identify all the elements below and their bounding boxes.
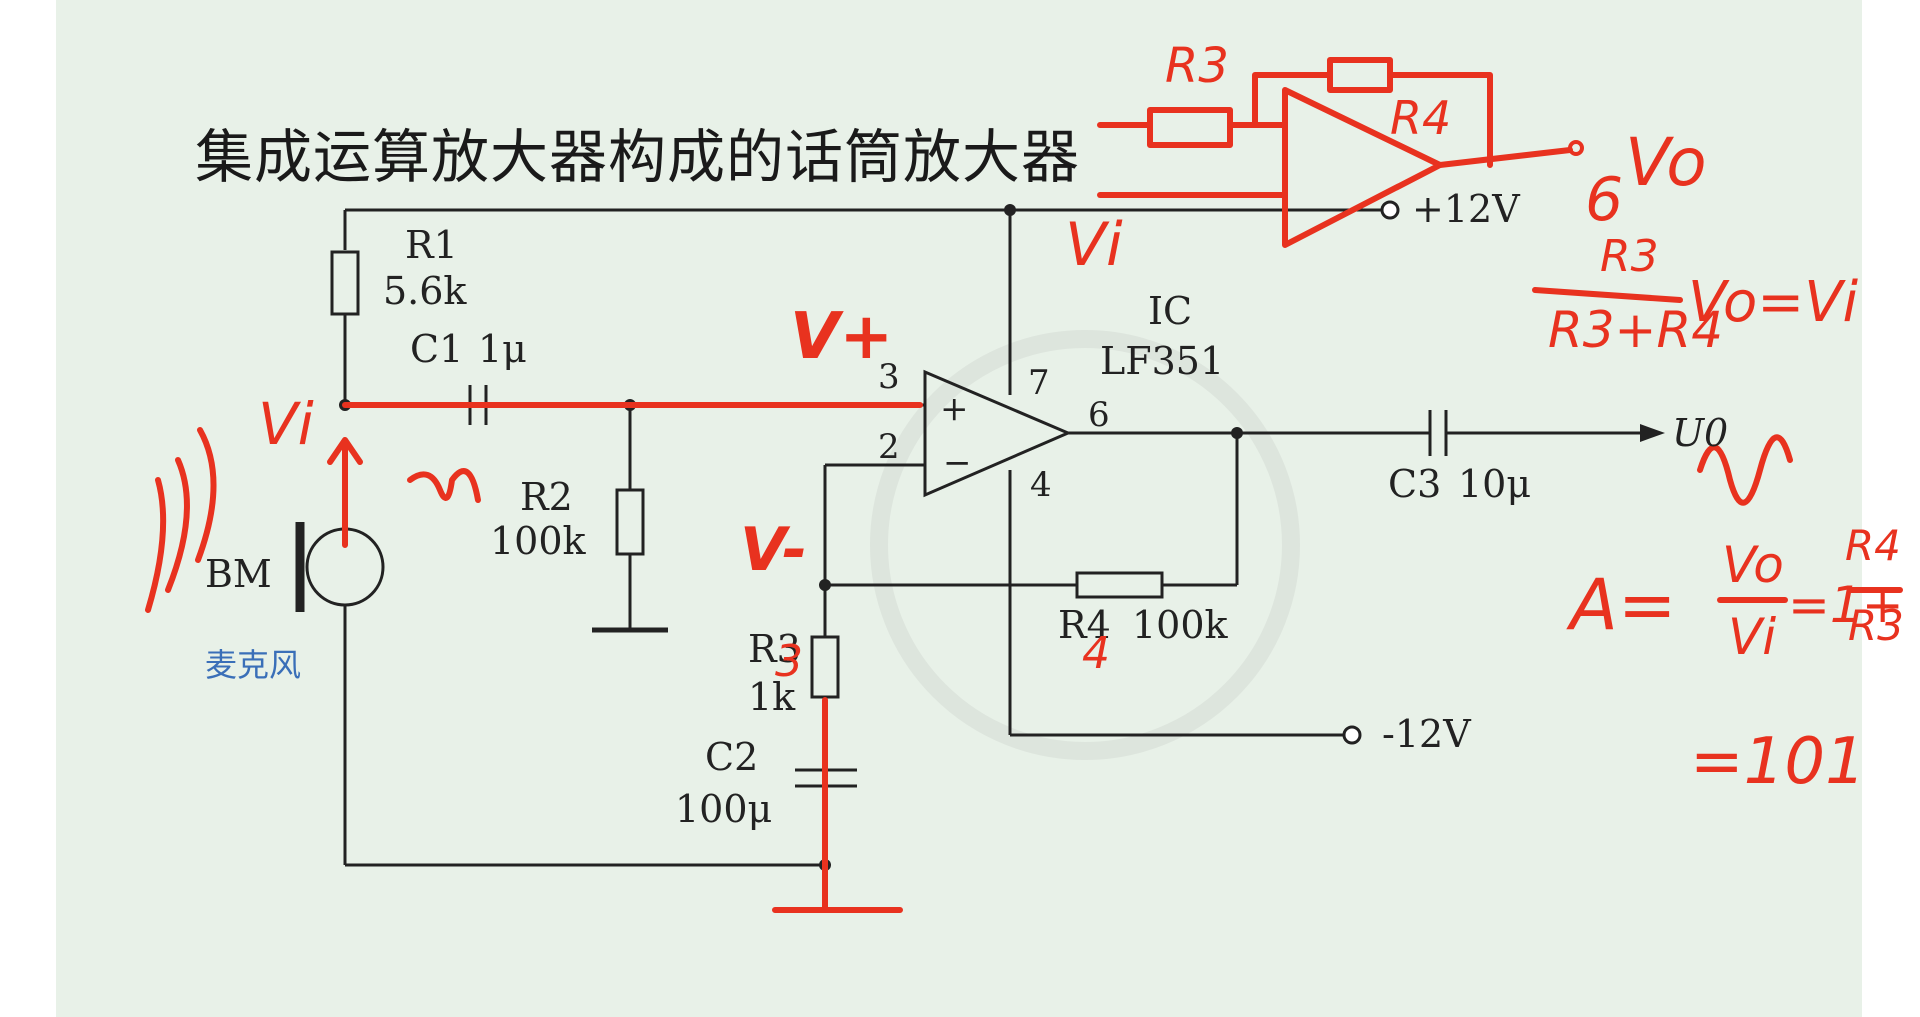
- gain-numerator: Vo: [1722, 536, 1784, 594]
- r3-note: 3: [775, 636, 803, 687]
- ratio-denominator: R3+R4: [1548, 301, 1723, 359]
- r1-value: 5.6k: [383, 269, 467, 313]
- output-label: U0: [1672, 411, 1729, 455]
- ratio-bar: [1532, 287, 1683, 303]
- ic-part: LF351: [1100, 339, 1225, 383]
- gain-result: =101: [1690, 725, 1866, 799]
- hl-mic-arrow: [327, 437, 363, 548]
- sketch-out-pin: 6: [1585, 165, 1624, 235]
- vplus-note: V+: [790, 300, 894, 374]
- vpos-terminal: [1380, 200, 1400, 220]
- gain-r4: R4: [1845, 521, 1901, 570]
- r4-note: 4: [1082, 628, 1110, 679]
- mic-name: BM: [205, 552, 272, 596]
- schematic-wires: [330, 208, 1640, 867]
- c2-name: C2: [705, 735, 759, 779]
- sketch-r4-box: [1327, 57, 1393, 93]
- gain-r3: R3: [1848, 601, 1904, 650]
- page-title: 集成运算放大器构成的话筒放大器: [195, 123, 1081, 191]
- pin3-label: 3: [878, 357, 900, 397]
- ratio-numerator: R3: [1600, 231, 1659, 282]
- opamp-minus: −: [943, 443, 972, 483]
- pin2-label: 2: [878, 427, 900, 467]
- handwritten-strokes: [145, 57, 1903, 913]
- sketch-r3-box: [1097, 107, 1233, 148]
- r2-value: 100k: [490, 519, 586, 563]
- sound-waves: [145, 427, 217, 613]
- gain-denominator: Vi: [1728, 608, 1777, 666]
- r2-resistor-body: [615, 488, 645, 556]
- mic-caption: 麦克风: [205, 646, 302, 684]
- sketch-opamp: [1282, 87, 1443, 248]
- opamp-plus: +: [940, 389, 969, 429]
- sketch-r3-label: R3: [1165, 38, 1229, 94]
- vneg-terminal: [1342, 725, 1362, 745]
- vi-top-note: Vi: [1065, 210, 1123, 280]
- pin6-label: 6: [1088, 395, 1110, 435]
- sketch-vo-label: Vo: [1625, 124, 1707, 201]
- sketch-r4-label: R4: [1390, 91, 1452, 145]
- c3-name: C3: [1388, 462, 1442, 506]
- microphone-symbol: [295, 522, 385, 612]
- output-wave: [1697, 434, 1793, 506]
- pin7-label: 7: [1028, 363, 1050, 403]
- hl-ground-path: [772, 697, 903, 913]
- r4-value: 100k: [1132, 603, 1228, 647]
- r3-value: 1k: [748, 675, 796, 719]
- opamp-triangle: [923, 369, 1072, 498]
- ratio-equation: Vo=Vi: [1688, 270, 1859, 335]
- r3-name: R3: [748, 627, 801, 671]
- gain-lhs: A=: [1570, 564, 1677, 646]
- vminus-note: V-: [740, 515, 807, 585]
- gain-one-plus: =1+: [1788, 576, 1904, 634]
- vi-left-note: Vi: [258, 390, 314, 458]
- sketch-output: [1437, 147, 1573, 168]
- sketch-feedback-top: [1227, 72, 1333, 128]
- r4-resistor-body: [1075, 571, 1164, 599]
- wave-squiggle: [407, 468, 481, 503]
- r4-name: R4: [1058, 603, 1111, 647]
- sketch-output-terminal: [1568, 140, 1584, 156]
- c1-value: 1μ: [478, 327, 527, 371]
- c2-value: 100μ: [675, 787, 773, 831]
- sketch-feedback-right: [1387, 72, 1493, 168]
- r1-resistor-body: [330, 250, 360, 316]
- r1-name: R1: [405, 223, 458, 267]
- c1-name: C1: [410, 327, 464, 371]
- c3-value: 10μ: [1458, 462, 1532, 506]
- ic-name: IC: [1148, 289, 1193, 333]
- r3-resistor-body: [810, 635, 840, 699]
- vpos-label: +12V: [1412, 187, 1520, 231]
- output-arrow: [1640, 424, 1665, 442]
- vneg-label: -12V: [1382, 712, 1471, 756]
- pin4-label: 4: [1030, 465, 1052, 505]
- r2-name: R2: [520, 475, 573, 519]
